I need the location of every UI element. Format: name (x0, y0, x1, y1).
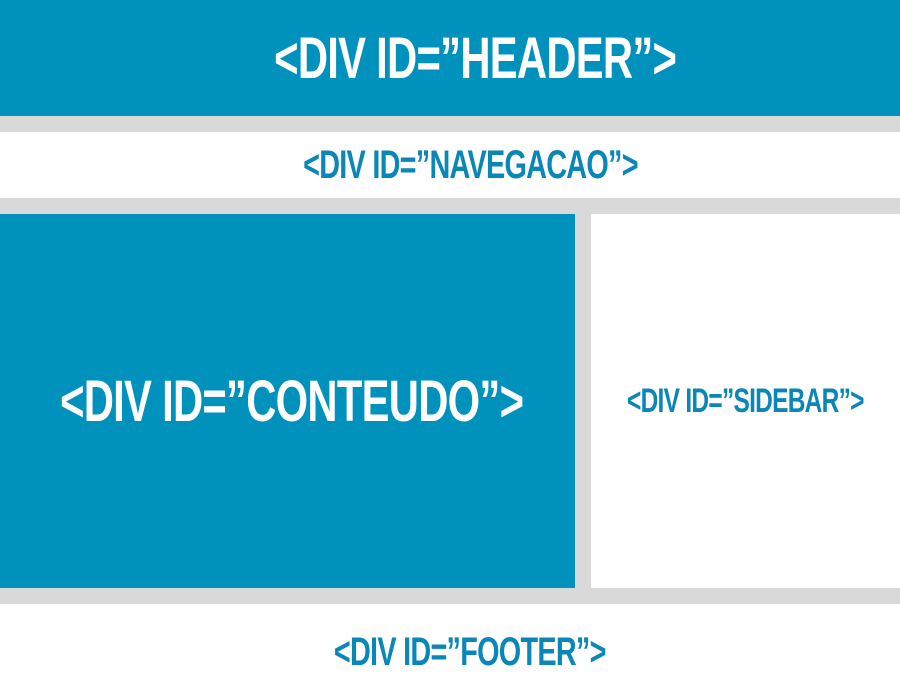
footer-block: <DIV ID=”FOOTER”> (0, 604, 900, 700)
sidebar-label: <DIV ID=”SIDEBAR”> (627, 381, 864, 420)
footer-label: <DIV ID=”FOOTER”> (334, 629, 607, 674)
navigation-label: <DIV ID=”NAVEGACAO”> (302, 142, 638, 187)
navigation-block: <DIV ID=”NAVEGACAO”> (0, 132, 900, 198)
header-block: <DIV ID=”HEADER”> (0, 0, 900, 116)
content-label: <DIV ID=”CONTEUDO”> (59, 368, 524, 434)
sidebar-block: <DIV ID=”SIDEBAR”> (591, 214, 900, 588)
content-block: <DIV ID=”CONTEUDO”> (0, 214, 575, 588)
header-label: <DIV ID=”HEADER”> (273, 25, 677, 91)
